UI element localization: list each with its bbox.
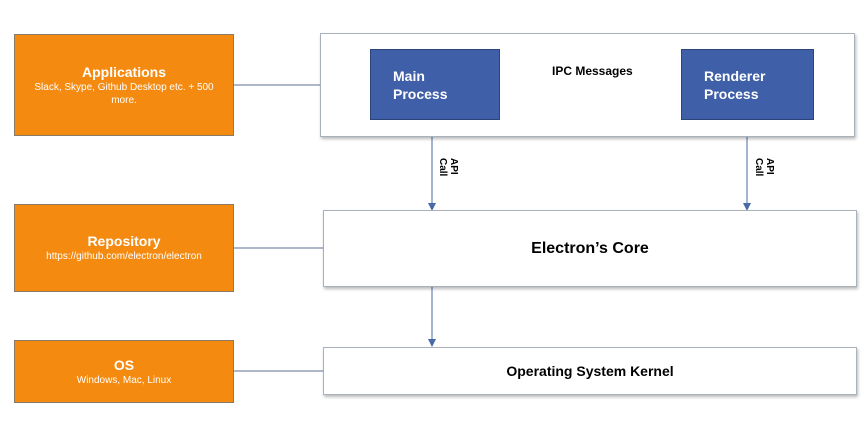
main-process-box: Main Process xyxy=(370,49,500,120)
os-box: OS Windows, Mac, Linux xyxy=(14,340,234,403)
os-title: OS xyxy=(113,356,135,373)
os-kernel-label: Operating System Kernel xyxy=(506,363,674,379)
main-api-call-text: API Call xyxy=(437,158,459,177)
applications-subtitle: Slack, Skype, Github Desktop etc. + 500 … xyxy=(34,81,214,106)
electron-core-box: Electron’s Core xyxy=(323,210,857,287)
applications-box: Applications Slack, Skype, Github Deskto… xyxy=(14,34,234,136)
renderer-process-box: Renderer Process xyxy=(681,49,814,120)
repository-box: Repository https://github.com/electron/e… xyxy=(14,204,234,292)
renderer-api-call-label: API Call xyxy=(753,158,775,188)
repository-title: Repository xyxy=(87,233,161,249)
repository-subtitle: https://github.com/electron/electron xyxy=(46,251,202,262)
main-process-label: Main Process xyxy=(393,67,448,102)
os-kernel-box: Operating System Kernel xyxy=(323,347,857,395)
main-api-call-label: API Call xyxy=(437,158,459,188)
renderer-process-label: Renderer Process xyxy=(704,67,766,102)
electron-core-label: Electron’s Core xyxy=(531,239,649,257)
os-subtitle: Windows, Mac, Linux xyxy=(76,374,172,386)
applications-title: Applications xyxy=(81,63,166,80)
renderer-api-call-text: API Call xyxy=(753,158,775,177)
ipc-messages-label: IPC Messages xyxy=(552,64,633,78)
